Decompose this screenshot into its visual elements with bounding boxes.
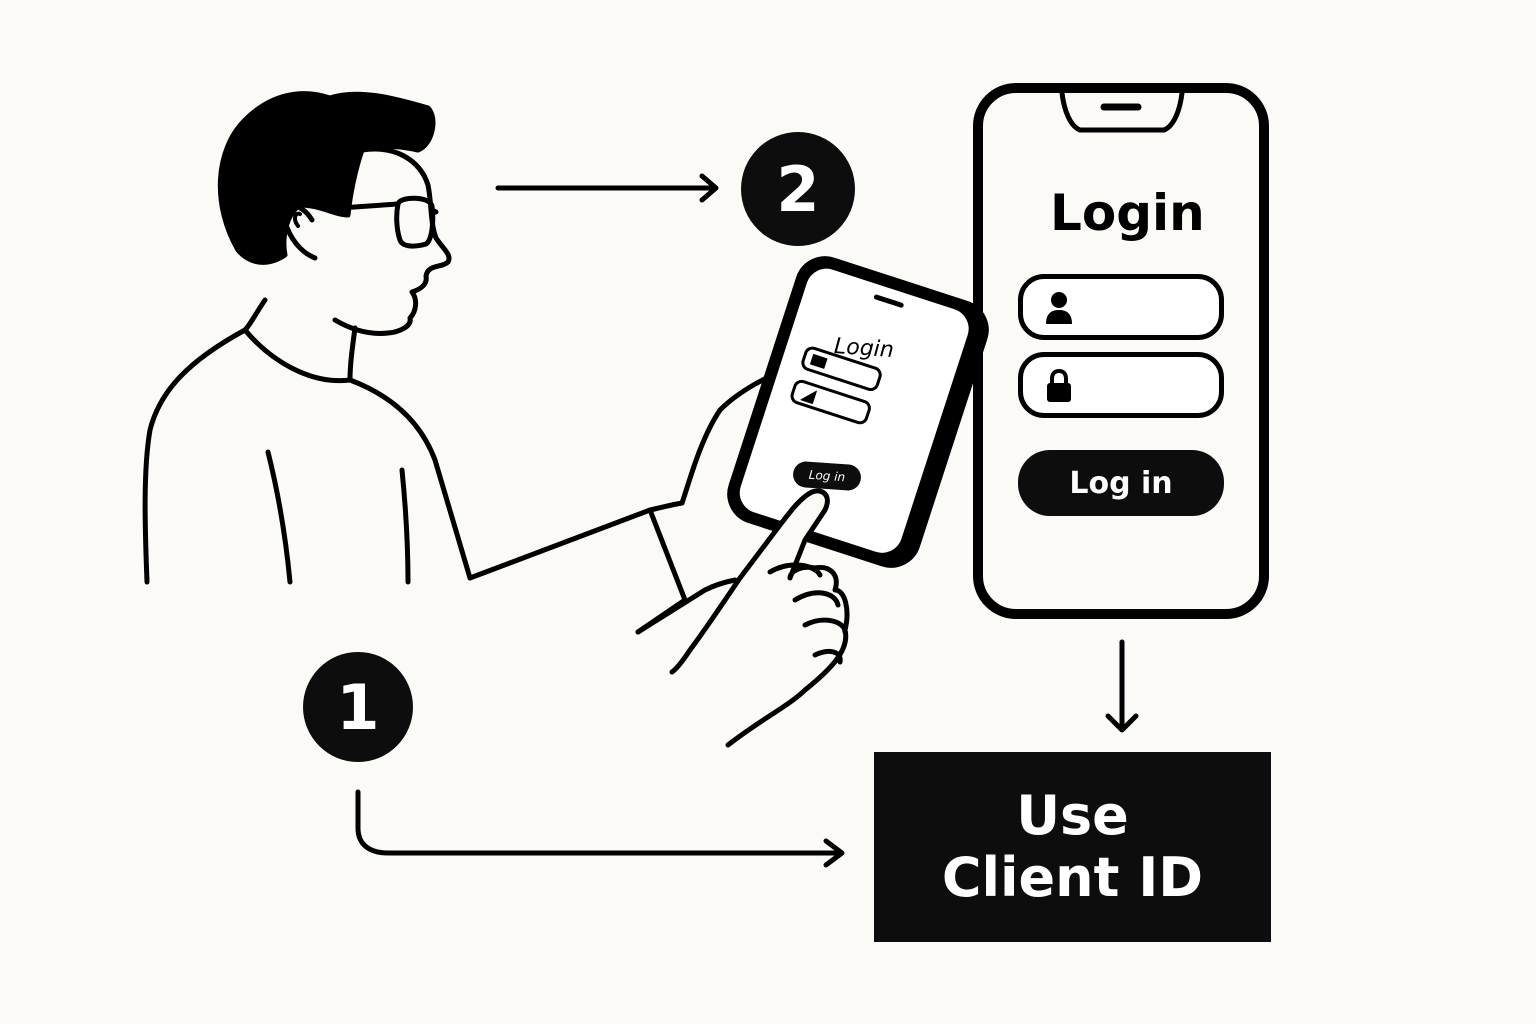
large-phone [973, 83, 1269, 619]
small-phone-field-icon-1 [810, 353, 828, 369]
torso-crease-1 [265, 449, 293, 585]
glasses [337, 195, 439, 249]
small-phone-speaker [873, 294, 904, 308]
collar [242, 327, 353, 384]
sleeve-cuff [647, 500, 685, 513]
arm [467, 507, 688, 635]
index-finger [669, 488, 850, 748]
face-profile [332, 146, 452, 336]
body-outline [142, 327, 248, 585]
arrow-to-step-two [495, 173, 719, 203]
torso-crease-2 [399, 467, 411, 585]
username-field[interactable] [1018, 274, 1224, 340]
step-two-badge: 2 [741, 132, 855, 246]
step-one-badge: 1 [303, 652, 413, 762]
hair [217, 91, 436, 265]
small-phone-login-label: Log in [808, 467, 846, 485]
small-phone-field-1 [801, 346, 882, 391]
knuckle-2 [792, 590, 841, 608]
lock-icon [1047, 369, 1071, 402]
knuckle-4 [812, 649, 843, 665]
small-phone-field-2 [790, 379, 871, 425]
wrist-line [635, 577, 738, 635]
large-phone-notch [1059, 90, 1185, 133]
client-box-line-2: Client ID [941, 846, 1204, 909]
step-two-number: 2 [776, 152, 820, 226]
use-client-id-box: Use Client ID [874, 752, 1271, 942]
shoulder-right [347, 377, 473, 581]
large-phone-outer [973, 83, 1269, 619]
small-phone-title: Login [833, 334, 895, 364]
password-field[interactable] [1018, 352, 1224, 418]
arrow-down-to-result [1105, 639, 1139, 733]
small-phone-field-icon-2 [800, 390, 817, 404]
large-phone-title: Login [1050, 184, 1205, 242]
large-phone-login-button[interactable]: Log in [1018, 450, 1224, 516]
ear [281, 203, 318, 261]
small-phone-screen [736, 265, 972, 556]
small-phone-login-button[interactable]: Log in [792, 460, 862, 492]
ear-inner [292, 211, 302, 228]
arrow-step-one-to-result [355, 789, 845, 868]
user-icon [1046, 292, 1072, 324]
knuckle-1 [767, 562, 823, 578]
pointing-hand [635, 488, 850, 748]
large-phone-login-label: Log in [1069, 465, 1173, 501]
neck [242, 297, 358, 383]
step-one-number: 1 [336, 670, 380, 744]
person-illustration [142, 91, 688, 635]
knuckle-3 [802, 617, 848, 635]
client-box-line-1: Use [1016, 783, 1129, 847]
small-phone [727, 256, 989, 568]
arrows [355, 173, 1139, 868]
